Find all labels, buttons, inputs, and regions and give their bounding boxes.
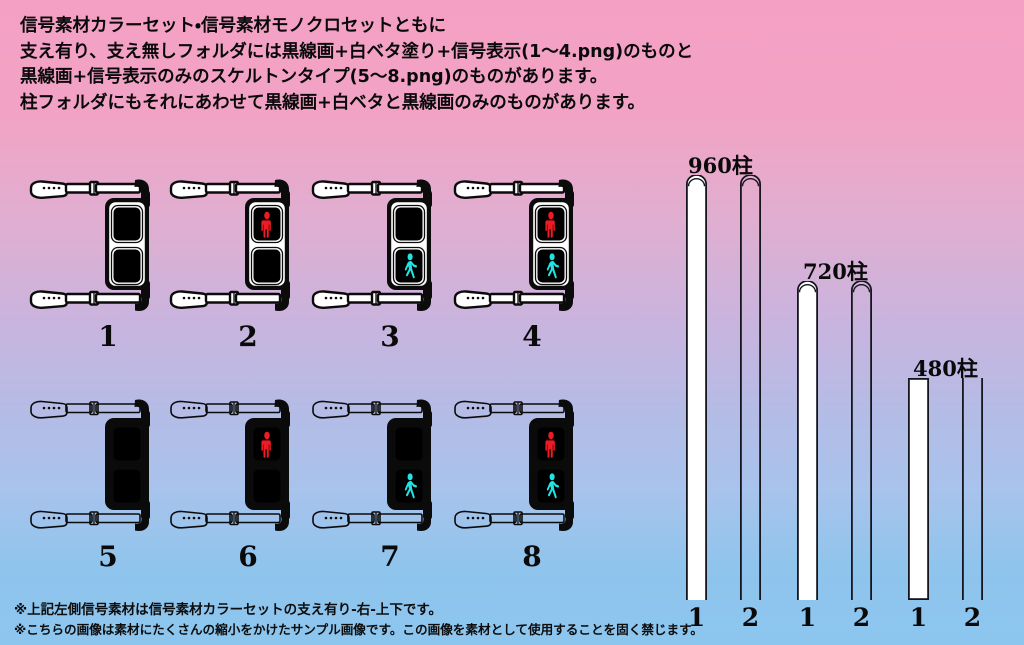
signal-unit-7: 7 [310,392,470,582]
red-standing-man-icon [261,211,271,238]
lamp-top-8 [534,424,568,464]
pole-2-2: 2 [961,378,984,634]
pole-set-label-1: 720柱 [803,259,868,284]
signal-number-label-4: 4 [522,320,542,353]
pole-drawing-0-2 [740,174,761,600]
support-arm-upper-2 [169,180,282,200]
signal-drawing-4 [453,179,574,312]
signal-number-label-7: 7 [380,540,400,573]
header-line-2: 支え有り、支え無しフォルダには黒線画+白ベタ塗り+信号表示(1〜4.png)のも… [20,41,694,62]
signal-unit-8: 8 [452,392,612,582]
support-arm-lower-6 [170,510,281,529]
signal-drawing-6 [170,399,290,532]
lamp-top-7 [392,424,426,464]
lamp-top-4 [534,204,568,244]
red-standing-man-icon [545,431,555,458]
support-arm-upper-3 [311,180,424,200]
signal-number-label-1: 1 [98,320,118,353]
lamp-bottom-1 [110,246,144,286]
red-standing-man-icon [261,431,271,458]
support-arm-lower-3 [311,290,424,310]
green-walking-man-icon [546,473,559,499]
pole-number-label-0-1: 1 [687,603,706,632]
pole-2-1: 1 [907,377,930,634]
signal-unit-5: 5 [28,392,188,582]
pole-1-2: 2 [851,280,872,634]
support-arm-lower-4 [453,290,566,310]
lamp-bottom-2 [250,246,284,286]
pole-drawing-1-1 [797,280,818,600]
lamp-bottom-4 [534,246,568,286]
lamp-bottom-7 [392,466,426,506]
support-arm-lower-5 [30,510,141,529]
signal-unit-3: 3 [310,172,470,362]
footnote-line-1: ※上記左側信号素材は信号素材カラーセットの支え有り-右-上下です。 [14,602,442,618]
footnote-line-2: ※こちらの画像は素材にたくさんの縮小をかけたサンプル画像です。この画像を素材とし… [14,622,704,637]
pole-drawing-2-2 [961,378,984,600]
signal-unit-6: 6 [168,392,328,582]
support-arm-lower-8 [454,510,565,529]
lamp-bottom-6 [250,466,284,506]
signal-drawing-7 [312,399,432,532]
lamp-top-5 [110,424,144,464]
green-walking-man-icon [546,253,559,279]
signal-drawing-3 [311,179,432,312]
signal-number-label-6: 6 [238,540,258,573]
header-line-4: 柱フォルダにもそれにあわせて黒線画+白ベタと黒線画のみのものがあります。 [20,92,646,113]
header-description: 信号素材カラーセット・信号素材モノクロセットともに 支え有り、支え無しフォルダに… [20,14,980,116]
support-arm-upper-1 [29,180,142,200]
support-arm-upper-6 [170,400,281,419]
lamp-top-6 [250,424,284,464]
pole-number-label-1-1: 1 [798,603,817,632]
lamp-bottom-8 [534,466,568,506]
signal-number-label-8: 8 [522,540,542,573]
signal-number-label-3: 3 [380,320,400,353]
lamp-top-3 [392,204,426,244]
pole-drawing-0-1 [686,174,707,600]
pole-number-label-0-2: 2 [741,603,760,632]
signal-drawing-2 [169,179,290,312]
pole-set-label-0: 960柱 [688,153,753,178]
signal-unit-2: 2 [168,172,328,362]
pole-drawing-1-2 [851,280,872,600]
lamp-bottom-3 [392,246,426,286]
signal-number-label-5: 5 [98,540,118,573]
support-arm-upper-4 [453,180,566,200]
signal-drawing-8 [454,399,574,532]
signal-number-label-2: 2 [238,320,258,353]
green-walking-man-icon [404,473,417,499]
pole-drawing-2-1 [907,377,930,600]
red-standing-man-icon [545,211,555,238]
header-line-1: 信号素材カラーセット・信号素材モノクロセットともに [20,16,446,36]
lamp-top-2 [250,204,284,244]
signal-drawing-1 [29,179,150,312]
signal-unit-1: 1 [28,172,188,362]
pole-set-label-2: 480柱 [913,356,978,381]
pole-0-2: 2 [740,174,761,634]
pole-number-label-1-2: 2 [852,603,871,632]
support-arm-lower-2 [169,290,282,310]
signal-drawing-5 [30,399,150,532]
pole-number-label-2-2: 2 [963,603,982,632]
pole-1-1: 1 [797,280,818,634]
support-arm-upper-5 [30,400,141,419]
signal-unit-4: 4 [452,172,612,362]
support-arm-upper-7 [312,400,423,419]
footnotes: ※上記左側信号素材は信号素材カラーセットの支え有り-右-上下です。 ※こちらの画… [14,600,1014,640]
header-line-3: 黒線画+信号表示のみのスケルトンタイプ(5〜8.png)のものがあります。 [20,67,608,87]
lamp-top-1 [110,204,144,244]
green-walking-man-icon [404,253,417,279]
support-arm-upper-8 [454,400,565,419]
support-arm-lower-7 [312,510,423,529]
pole-0-1: 1 [686,174,707,634]
pole-number-label-2-1: 1 [909,603,928,632]
lamp-bottom-5 [110,466,144,506]
support-arm-lower-1 [29,290,142,310]
